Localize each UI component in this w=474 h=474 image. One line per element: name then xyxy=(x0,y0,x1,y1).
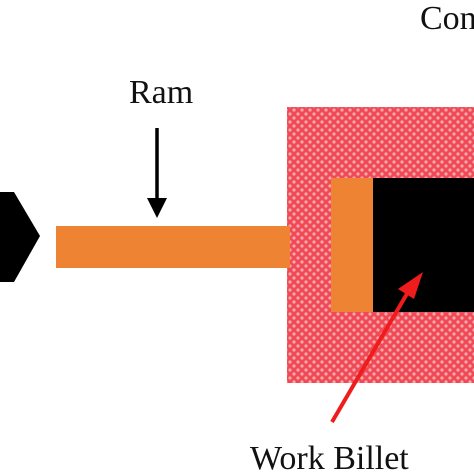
billet-arrow-head xyxy=(398,272,423,299)
billet-arrow-shaft xyxy=(330,290,410,424)
ram-arrow-head xyxy=(147,198,167,218)
container-label: Con xyxy=(420,0,474,37)
ram-rod xyxy=(56,226,290,268)
work-billet-label: Work Billet xyxy=(250,440,409,474)
ram-label: Ram xyxy=(129,74,193,111)
work-billet xyxy=(373,178,474,312)
dummy-block xyxy=(331,178,373,312)
ram-head-shape xyxy=(0,192,40,282)
